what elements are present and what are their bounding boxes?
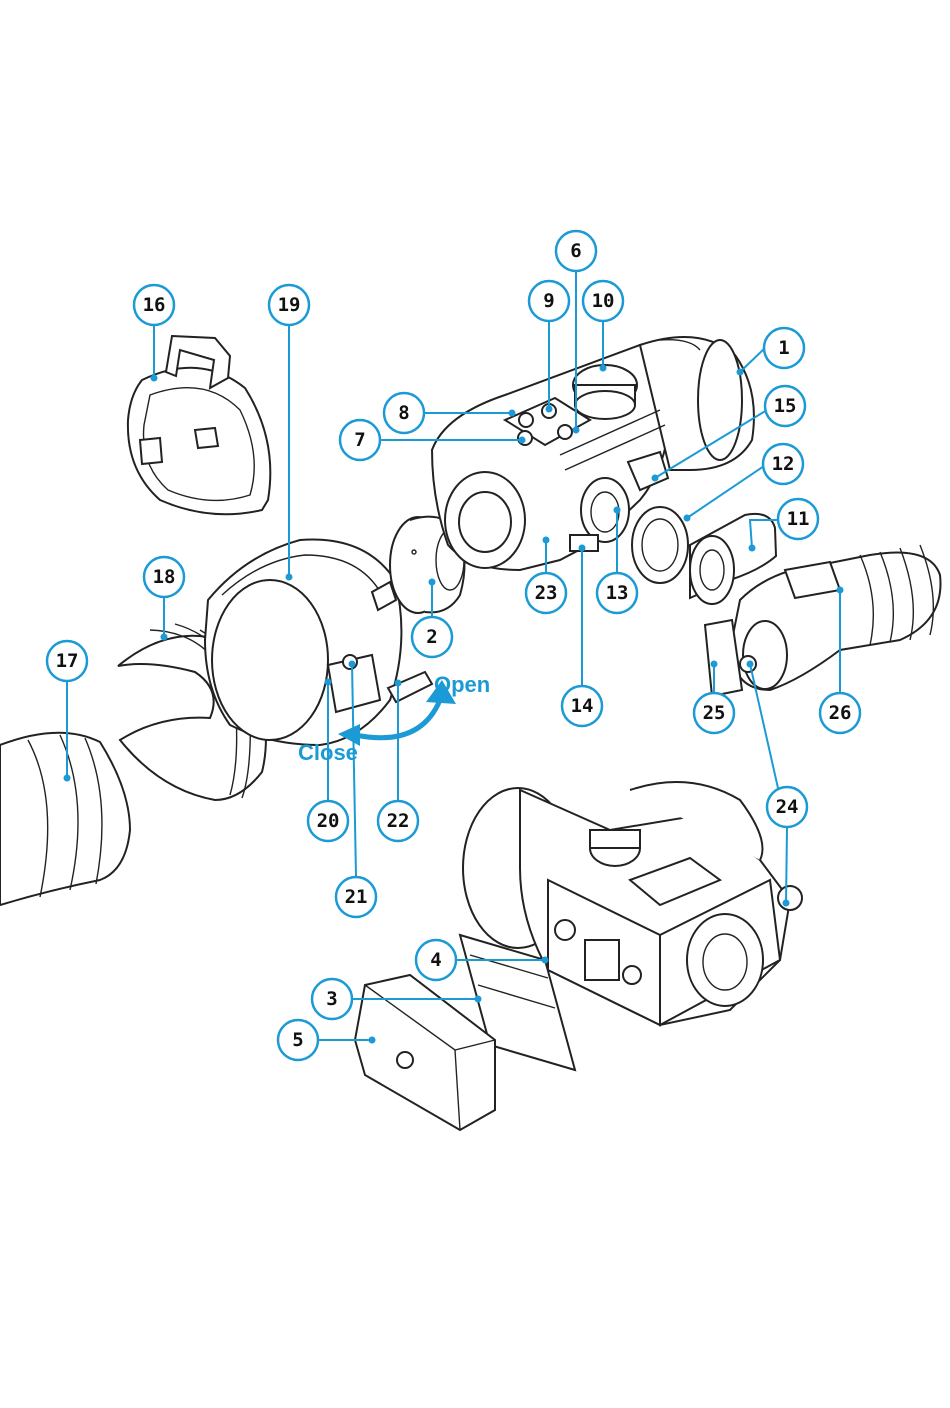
callout-11-label: 11 xyxy=(787,508,810,530)
callout-12-label: 12 xyxy=(772,453,795,475)
callout-21-label: 21 xyxy=(345,886,368,908)
callout-20-label: 20 xyxy=(317,810,340,832)
callout-1: 1 xyxy=(764,328,804,368)
callout-13: 13 xyxy=(597,573,637,613)
callout-14: 14 xyxy=(562,686,602,726)
callout-11: 11 xyxy=(778,499,818,539)
callout-24-label: 24 xyxy=(776,796,799,818)
main-device xyxy=(432,337,754,570)
callout-4: 4 xyxy=(416,940,456,980)
callout-16-label: 16 xyxy=(143,294,166,316)
callout-5-label: 5 xyxy=(292,1029,303,1051)
callout-23: 23 xyxy=(526,573,566,613)
callout-18: 18 xyxy=(144,557,184,597)
callout-26-label: 26 xyxy=(829,702,852,724)
callout-15: 15 xyxy=(765,386,805,426)
callout-25: 25 xyxy=(694,693,734,733)
callout-19-label: 19 xyxy=(278,294,301,316)
callout-20: 20 xyxy=(308,801,348,841)
callout-9: 9 xyxy=(529,281,569,321)
callout-17-label: 17 xyxy=(56,650,79,672)
callout-26: 26 xyxy=(820,693,860,733)
callout-2-label: 2 xyxy=(426,626,437,648)
callout-10-label: 10 xyxy=(592,290,615,312)
callout-8: 8 xyxy=(384,393,424,433)
lens-cap xyxy=(128,336,270,514)
callout-7-label: 7 xyxy=(354,429,365,451)
open-label: Open xyxy=(434,672,490,697)
callout-6-label: 6 xyxy=(570,240,581,262)
callout-15-label: 15 xyxy=(774,395,797,417)
callout-1-label: 1 xyxy=(778,337,789,359)
callout-10: 10 xyxy=(583,281,623,321)
riflescope-body xyxy=(0,733,130,905)
callout-19: 19 xyxy=(269,285,309,325)
callout-22: 22 xyxy=(378,801,418,841)
callout-25-label: 25 xyxy=(703,702,726,724)
callout-22-label: 22 xyxy=(387,810,410,832)
callout-21: 21 xyxy=(336,877,376,917)
callout-17: 17 xyxy=(47,641,87,681)
callout-7: 7 xyxy=(340,420,380,460)
callout-13-label: 13 xyxy=(606,582,629,604)
callout-16: 16 xyxy=(134,285,174,325)
callout-18-label: 18 xyxy=(153,566,176,588)
callout-4-label: 4 xyxy=(430,949,441,971)
callout-9-label: 9 xyxy=(543,290,554,312)
callout-6: 6 xyxy=(556,231,596,271)
callout-12: 12 xyxy=(763,444,803,484)
callout-23-label: 23 xyxy=(535,582,558,604)
rear-cap xyxy=(632,507,688,583)
callout-2: 2 xyxy=(412,617,452,657)
callout-24: 24 xyxy=(767,787,807,827)
callout-3: 3 xyxy=(312,979,352,1019)
callout-14-label: 14 xyxy=(571,695,594,717)
callout-8-label: 8 xyxy=(398,402,409,424)
callout-3-label: 3 xyxy=(326,988,337,1010)
callout-5: 5 xyxy=(278,1020,318,1060)
